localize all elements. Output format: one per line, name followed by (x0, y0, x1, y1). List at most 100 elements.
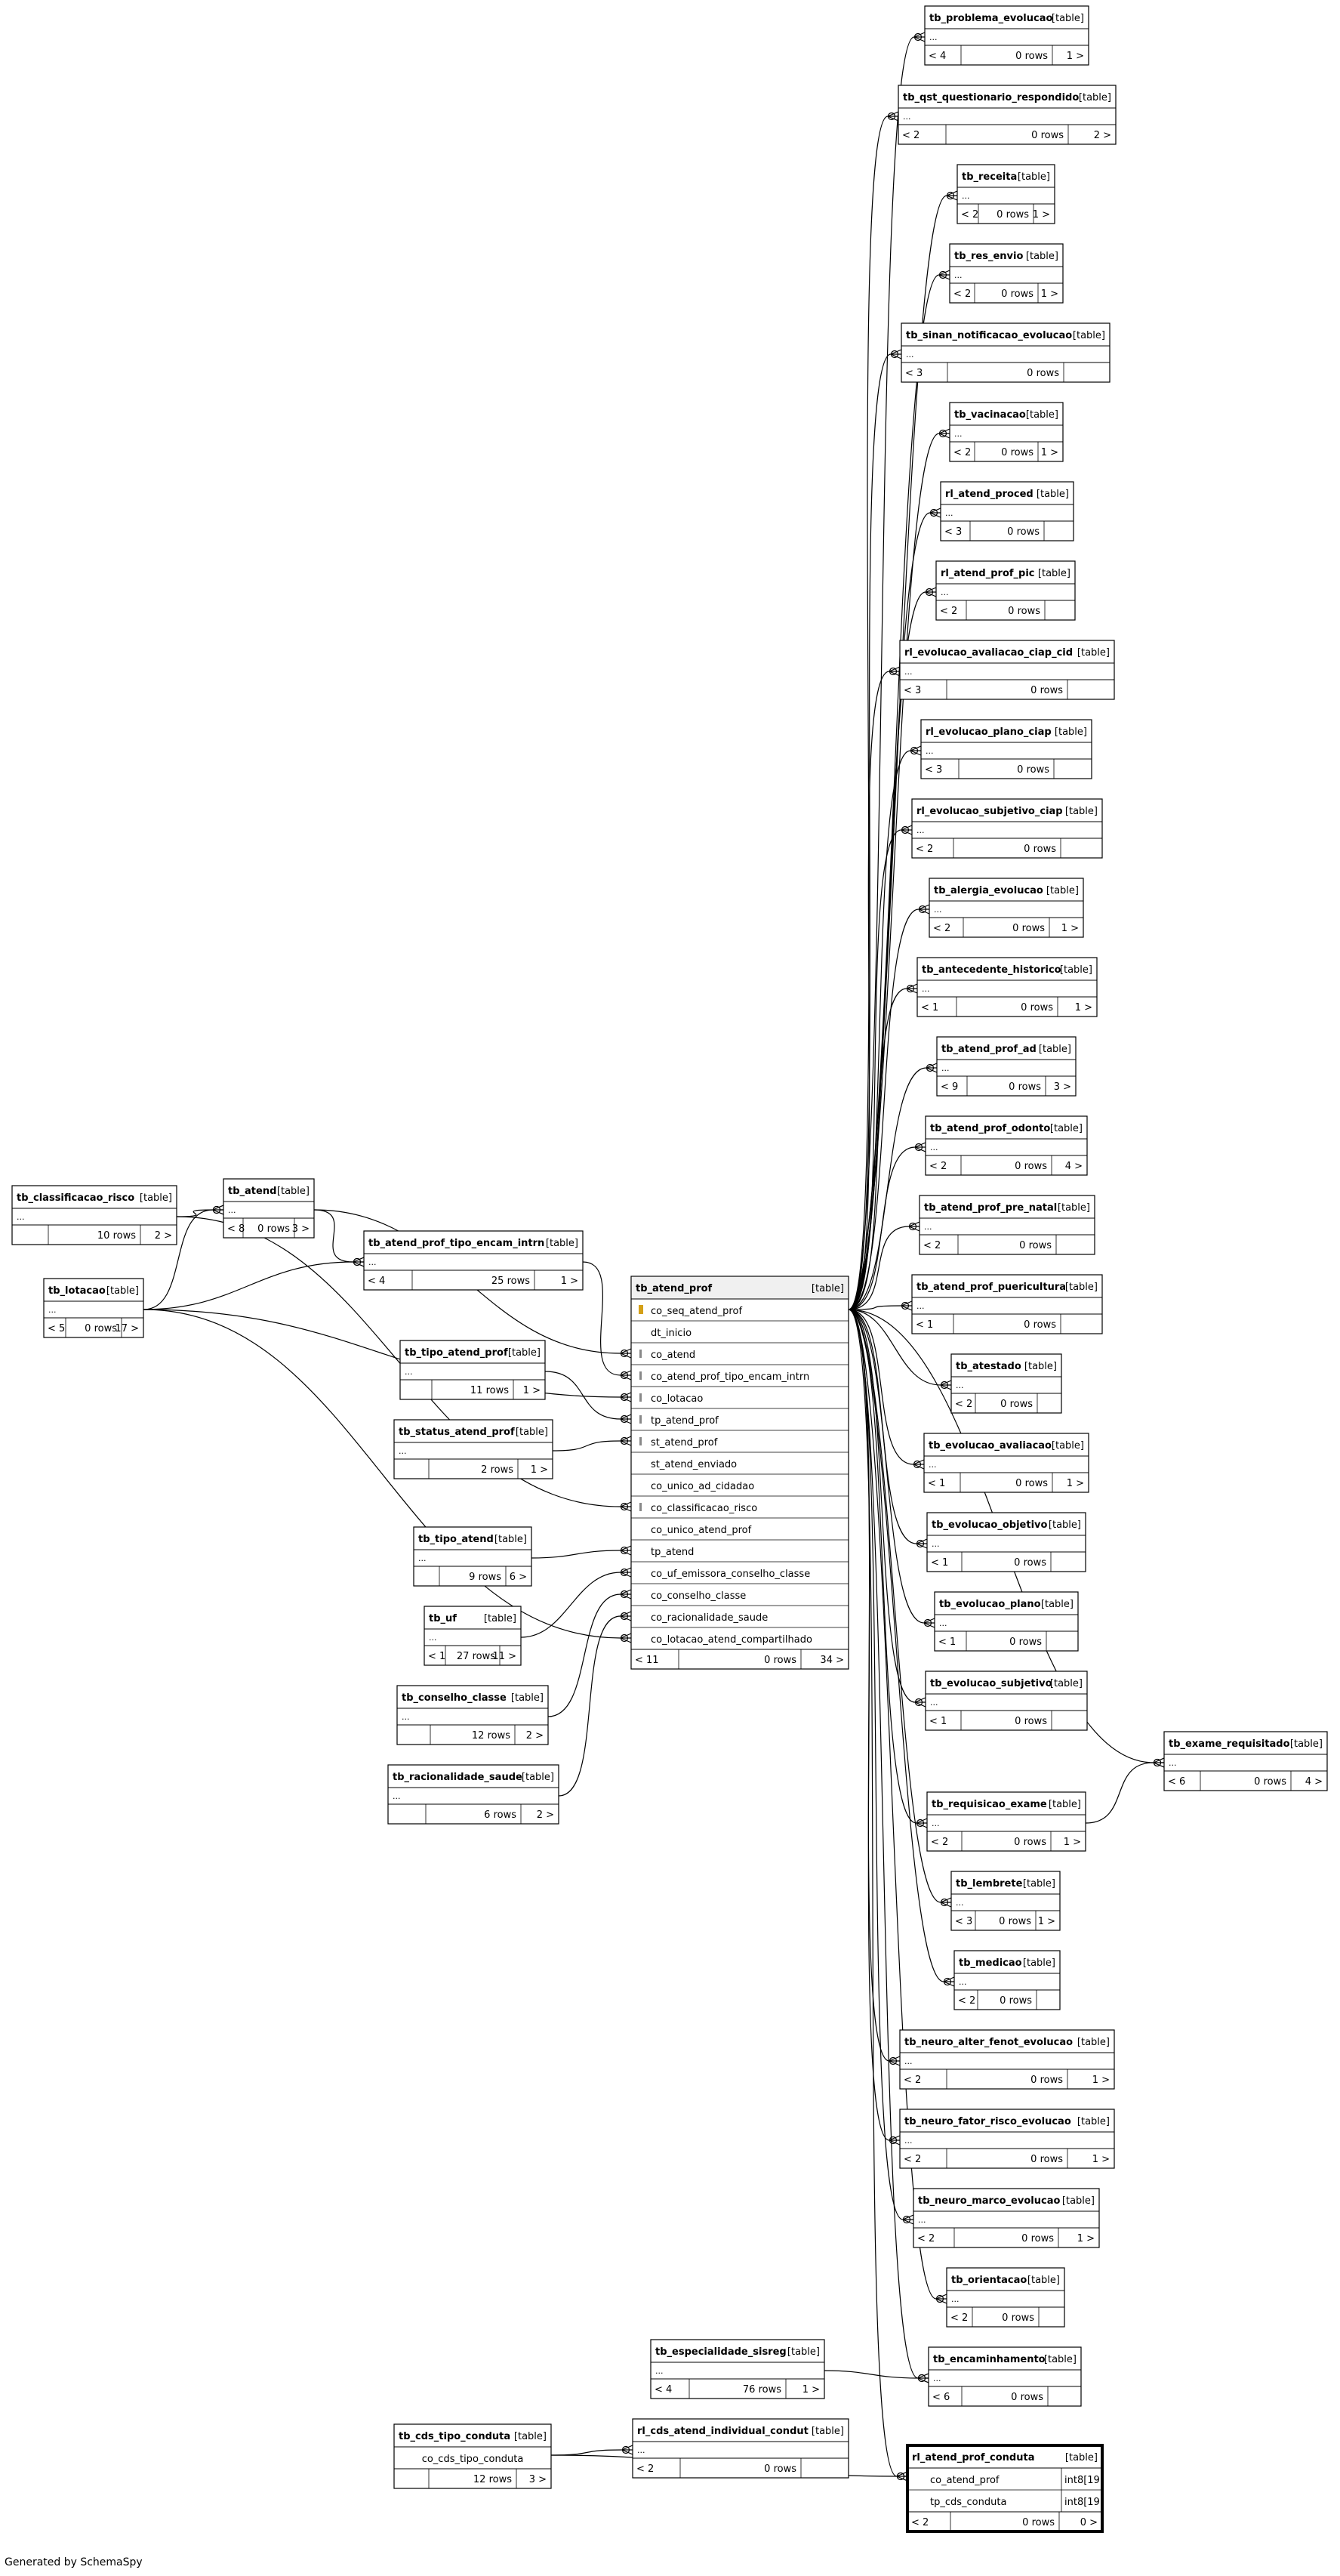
children-count[interactable]: 1 > (802, 2384, 820, 2396)
parents-count[interactable]: < 2 (933, 923, 950, 934)
children-count[interactable]: 1 > (531, 1464, 548, 1476)
column-name[interactable]: st_atend_enviado (651, 1459, 737, 1470)
table-name[interactable]: tb_atend_prof_pre_natal (924, 1202, 1057, 1214)
children-count[interactable]: 0 > (1080, 2517, 1098, 2528)
table-name[interactable]: tb_evolucao_plano (939, 1599, 1041, 1610)
table-name[interactable]: tb_antecedente_historico (922, 964, 1061, 976)
table-tb-atend-prof[interactable]: tb_atend_prof[table]co_seq_atend_profdt_… (630, 1276, 849, 1670)
parents-count[interactable]: < 6 (932, 2392, 950, 2403)
table-name[interactable]: tb_conselho_classe (402, 1692, 507, 1704)
column-name[interactable]: co_unico_ad_cidadao (651, 1481, 754, 1492)
parents-count[interactable]: < 1 (931, 1557, 948, 1569)
parents-count[interactable]: < 2 (950, 2312, 968, 2324)
table-name[interactable]: tb_atend_prof_odonto (930, 1123, 1050, 1134)
table-name[interactable]: tb_atend_prof_tipo_encam_intrn (368, 1238, 544, 1249)
parents-count[interactable]: < 1 (428, 1651, 445, 1662)
table-name[interactable]: tb_medicao (959, 1957, 1022, 1969)
column-name[interactable]: tp_atend_prof (651, 1415, 719, 1427)
parents-count[interactable]: < 1 (916, 1319, 933, 1331)
parents-count[interactable]: < 3 (925, 764, 942, 776)
parents-count[interactable]: < 2 (958, 1995, 975, 2007)
children-count[interactable]: 2 > (155, 1230, 172, 1242)
children-count[interactable]: 34 > (820, 1655, 844, 1666)
children-count[interactable]: 1 > (1061, 923, 1079, 934)
table-tb-neuro-fator-risco-evolucao[interactable]: tb_neuro_fator_risco_evolucao[table]...<… (899, 2109, 1115, 2169)
table-name[interactable]: rl_atend_prof_pic (941, 568, 1035, 579)
table-rl-cds-atend-individual-condut[interactable]: rl_cds_atend_individual_condut[table]...… (632, 2418, 849, 2479)
children-count[interactable]: 17 > (115, 1323, 139, 1334)
children-count[interactable]: 11 > (492, 1651, 516, 1662)
children-count[interactable]: 2 > (526, 1730, 544, 1741)
table-name[interactable]: tb_requisicao_exame (932, 1799, 1047, 1810)
table-name[interactable]: tb_encaminhamento (933, 2354, 1046, 2365)
children-count[interactable]: 1 > (1041, 447, 1058, 458)
children-count[interactable]: 1 > (1067, 51, 1084, 62)
parents-count[interactable]: < 9 (941, 1081, 958, 1093)
column-name[interactable]: co_racionalidade_saude (651, 1612, 768, 1624)
table-tb-sinan-notificacao-evolucao[interactable]: tb_sinan_notificacao_evolucao[table]...<… (901, 322, 1111, 383)
column-name[interactable]: co_lotacao_atend_compartilhado (651, 1634, 812, 1646)
parents-count[interactable]: < 2 (955, 1399, 972, 1410)
parents-count[interactable]: < 1 (929, 1716, 947, 1727)
table-name[interactable]: tb_qst_questionario_respondido (903, 92, 1079, 103)
table-name[interactable]: tb_especialidade_sisreg (655, 2346, 787, 2358)
table-name[interactable]: tb_uf (429, 1613, 457, 1624)
children-count[interactable]: 1 > (1067, 1478, 1084, 1489)
children-count[interactable]: 1 > (1092, 2075, 1110, 2086)
children-count[interactable]: 3 > (1054, 1081, 1071, 1093)
column-name[interactable]: st_atend_prof (651, 1437, 718, 1448)
table-rl-atend-prof-conduta[interactable]: rl_atend_prof_conduta[table]co_atend_pro… (906, 2444, 1104, 2533)
table-name[interactable]: tb_sinan_notificacao_evolucao (906, 330, 1072, 341)
table-name[interactable]: rl_atend_proced (945, 489, 1033, 500)
parents-count[interactable]: < 4 (929, 51, 946, 62)
column-name[interactable]: tp_atend (651, 1547, 694, 1558)
table-name[interactable]: rl_atend_prof_conduta (912, 2452, 1034, 2463)
children-count[interactable]: 1 > (1033, 209, 1050, 221)
parents-count[interactable]: < 2 (953, 288, 971, 300)
parents-count[interactable]: < 1 (938, 1637, 956, 1648)
table-name[interactable]: tb_alergia_evolucao (934, 885, 1043, 896)
children-count[interactable]: 1 > (1064, 1837, 1081, 1848)
table-name[interactable]: rl_cds_atend_individual_condut (637, 2426, 809, 2437)
children-count[interactable]: 6 > (510, 1572, 527, 1583)
children-count[interactable]: 1 > (1092, 2154, 1110, 2165)
table-name[interactable]: tb_atend_prof_puericultura (916, 1282, 1066, 1293)
column-name[interactable]: tp_cds_conduta (930, 2497, 1006, 2508)
children-count[interactable]: 1 > (1041, 288, 1058, 300)
table-name[interactable]: tb_evolucao_subjetivo (930, 1678, 1052, 1689)
parents-count[interactable]: < 11 (635, 1655, 659, 1666)
table-name[interactable]: tb_evolucao_avaliacao (929, 1440, 1052, 1452)
parents-count[interactable]: < 2 (636, 2463, 654, 2475)
table-name[interactable]: tb_cds_tipo_conduta (399, 2431, 510, 2442)
table-name[interactable]: tb_exame_requisitado (1169, 1738, 1290, 1750)
table-name[interactable]: tb_atend_prof_ad (941, 1044, 1037, 1055)
children-count[interactable]: 3 > (292, 1223, 310, 1235)
column-name[interactable]: co_seq_atend_prof (651, 1306, 742, 1317)
parents-count[interactable]: < 2 (916, 844, 933, 855)
parents-count[interactable]: < 2 (923, 1240, 941, 1251)
column-name[interactable]: co_uf_emissora_conselho_classe (651, 1569, 810, 1580)
parents-count[interactable]: < 2 (940, 606, 957, 617)
